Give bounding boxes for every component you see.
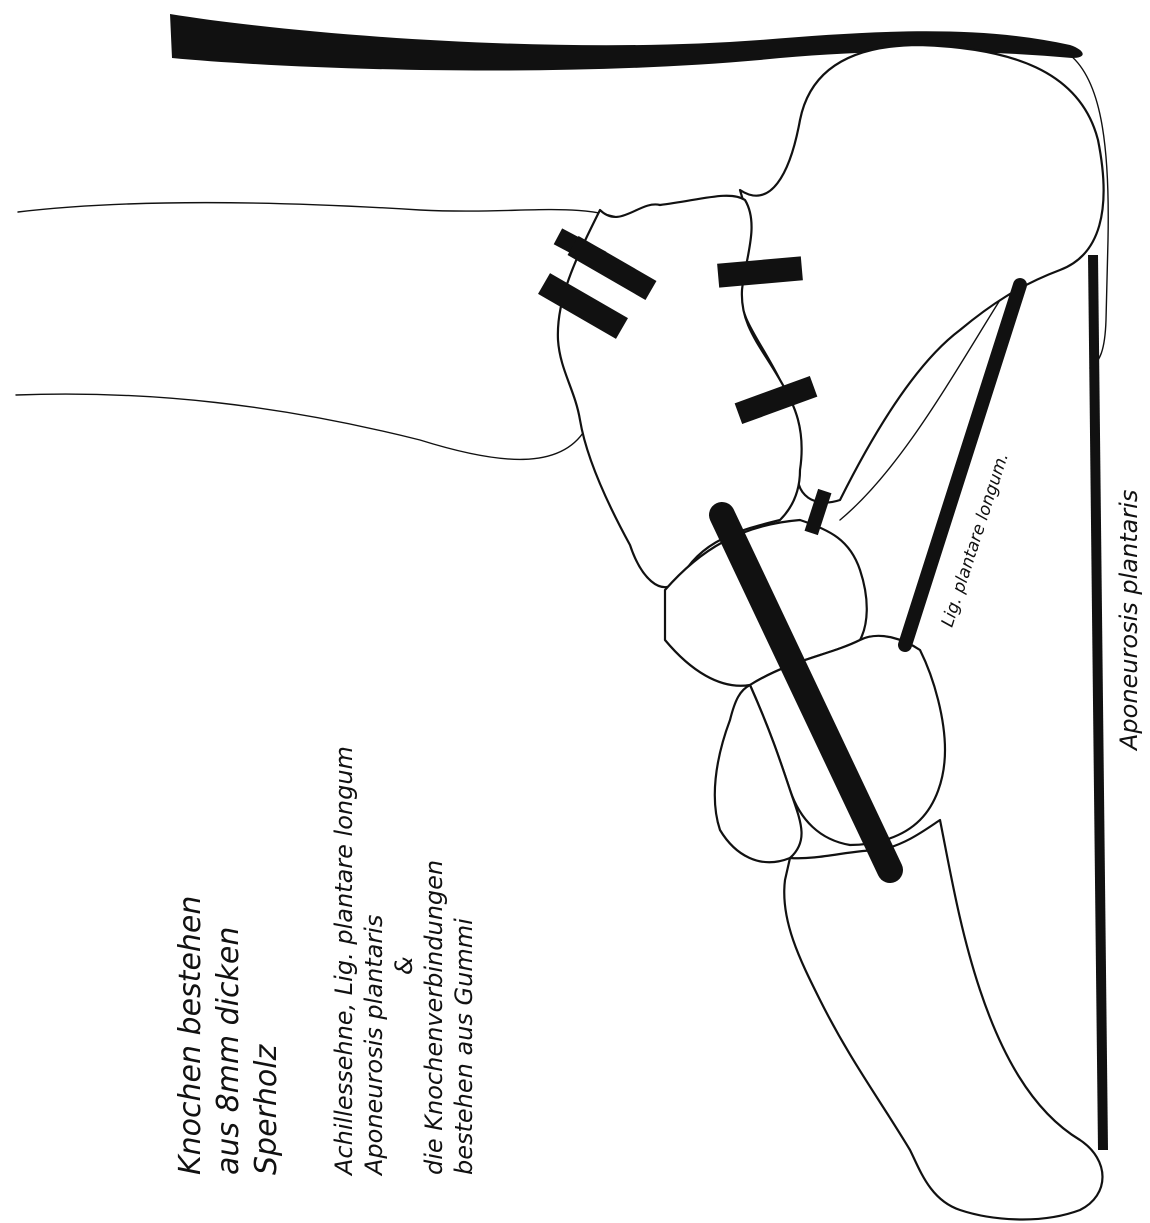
aponeurosis-plantaris-band: [1088, 255, 1108, 1150]
note-material-bones: Knochen bestehen aus 8mm dicken Sperholz: [173, 896, 284, 1175]
note-bones-line-1: Knochen bestehen: [173, 896, 208, 1175]
note-rubber-line-5: bestehen aus Gummi: [450, 918, 478, 1175]
label-aponeurosis-plantaris: Aponeurosis plantaris: [1115, 490, 1143, 752]
metatarsal-bones: [784, 820, 1102, 1219]
leg-outline-lower: [16, 394, 585, 459]
note-material-rubber: Achillessehne, Lig. plantare longum Apon…: [330, 746, 478, 1177]
note-bones-line-3: Sperholz: [249, 1043, 284, 1175]
note-rubber-line-2: Aponeurosis plantaris: [360, 915, 388, 1177]
note-rubber-line-3: &: [390, 956, 418, 975]
note-bones-line-2: aus 8mm dicken: [211, 927, 246, 1175]
leg-outline-upper: [18, 203, 630, 222]
note-rubber-line-1: Achillessehne, Lig. plantare longum: [330, 746, 358, 1177]
note-rubber-line-4: die Knochenverbindungen: [420, 860, 448, 1175]
label-lig-plantare-longum: Lig. plantare longum.: [938, 450, 1013, 629]
